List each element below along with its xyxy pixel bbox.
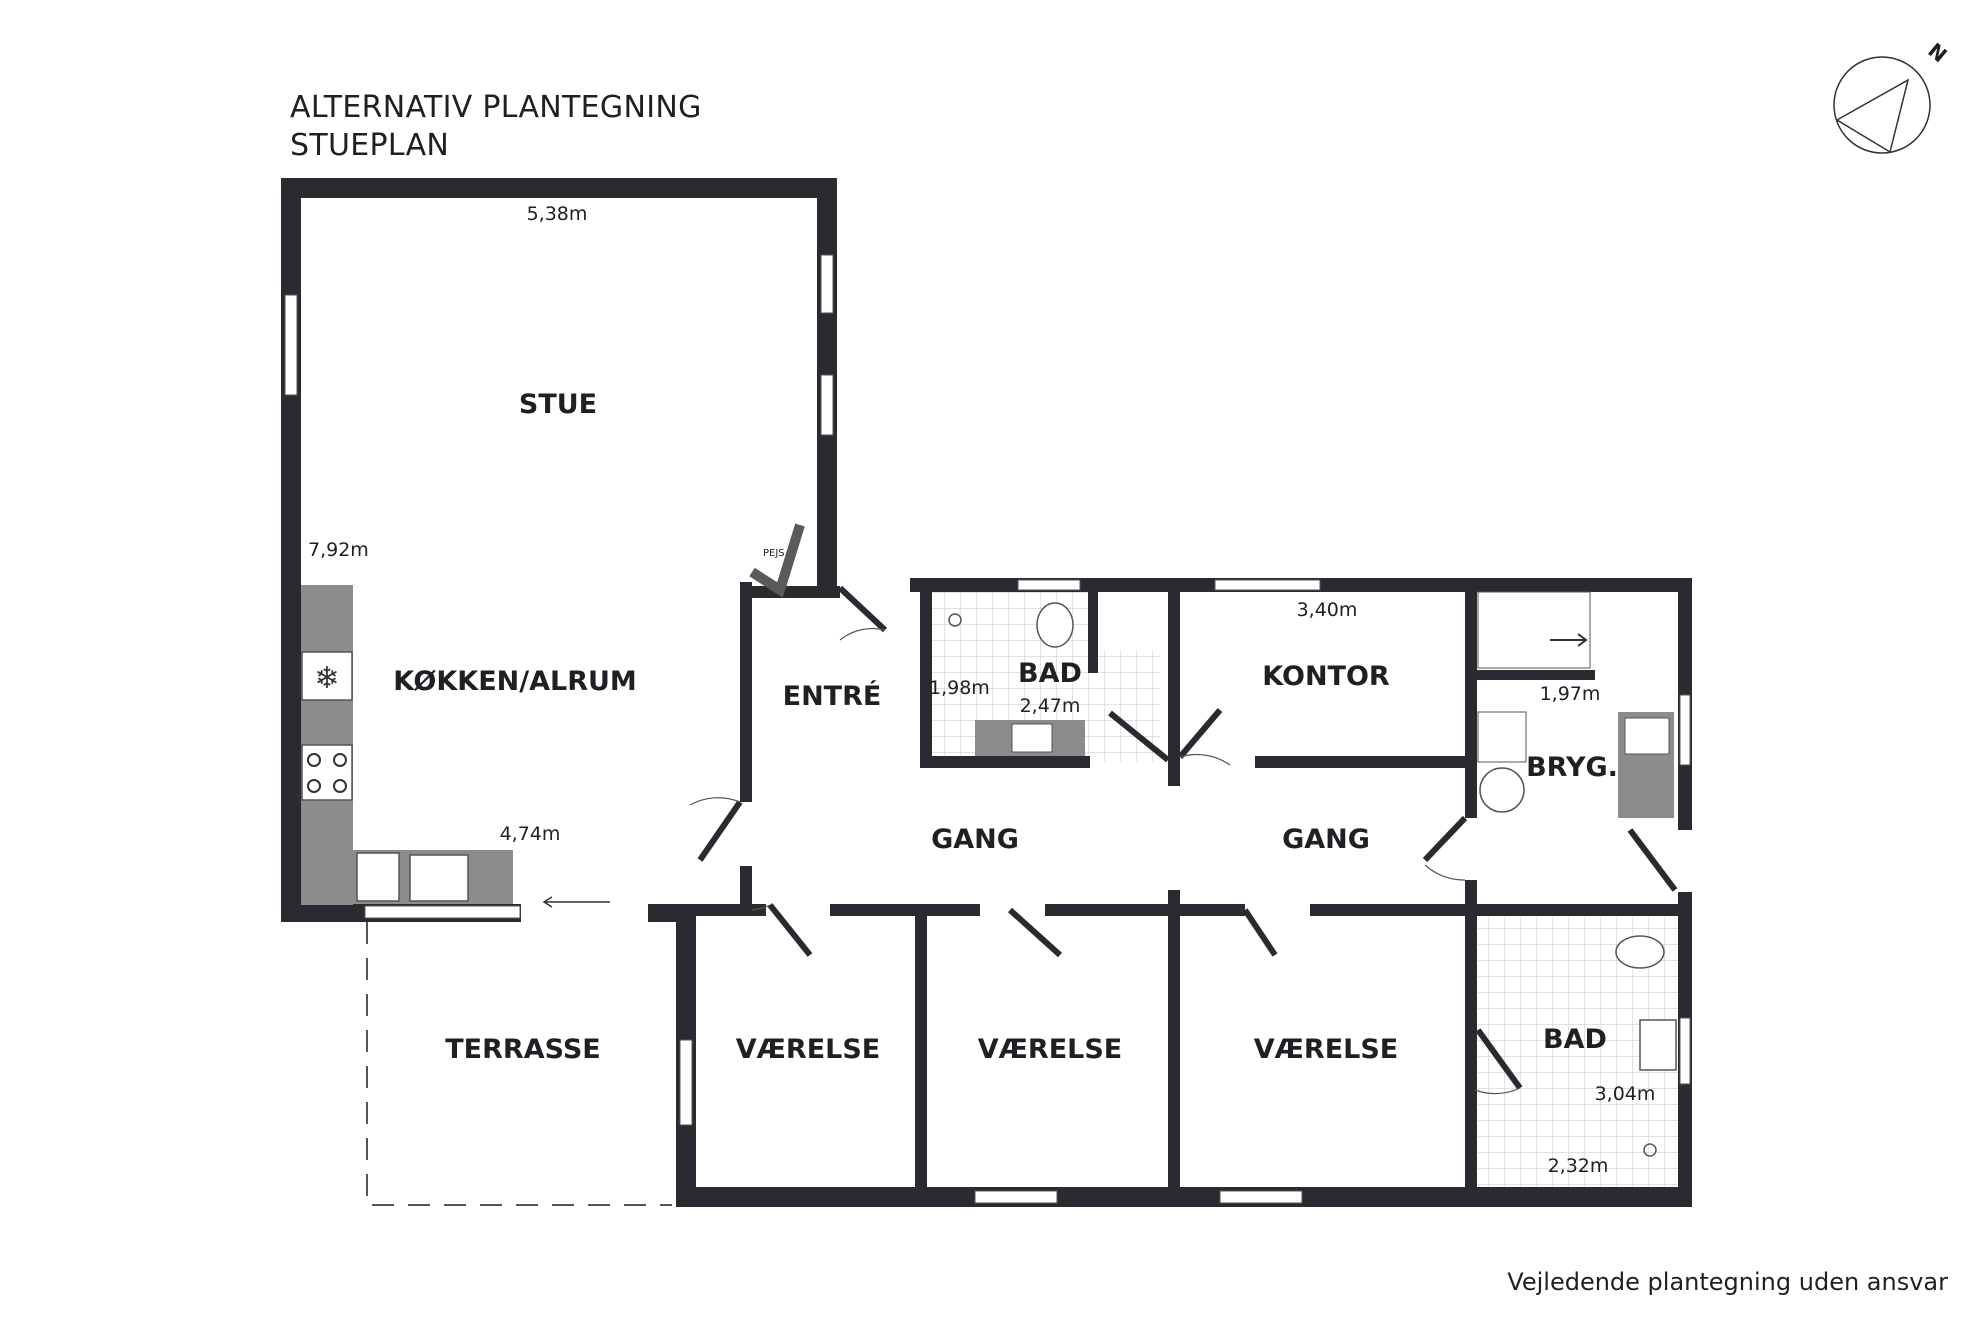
room-bad-2: BAD (1543, 1024, 1607, 1055)
door-arcs (689, 627, 1521, 1095)
north-arrow-icon (1835, 78, 1910, 154)
dim-bad2-height: 3,04m (1595, 1083, 1656, 1105)
fireplace-icon (749, 523, 805, 598)
room-gang-1: GANG (931, 824, 1019, 855)
fridge-icon: ❄ (314, 661, 339, 696)
windows (284, 254, 1691, 1204)
bad1-fixtures (948, 602, 1085, 756)
dishwasher-icon (356, 852, 400, 902)
dim-kitchen-width: 4,74m (500, 823, 561, 845)
washbasin-icon (1639, 1019, 1677, 1071)
washer-icon (1477, 711, 1527, 763)
room-vaerelse-2: VÆRELSE (978, 1034, 1123, 1065)
disclaimer: Vejledende plantegning uden ansvar (1507, 1268, 1948, 1296)
dim-bad1-height: 1,98m (929, 677, 990, 699)
dim-kontor-width: 3,40m (1297, 599, 1358, 621)
shower-icon (1643, 1143, 1657, 1157)
toilet-icon (1615, 935, 1665, 969)
dim-bad2-width: 2,32m (1548, 1155, 1609, 1177)
dryer-icon (1479, 767, 1525, 813)
compass-north-label: N (1923, 38, 1951, 67)
compass-circle-icon (1833, 56, 1931, 154)
doors (697, 585, 1678, 1090)
stove-icon (301, 744, 353, 801)
dim-stue-height: 7,92m (308, 539, 369, 561)
room-terrasse: TERRASSE (445, 1034, 600, 1065)
room-vaerelse-3: VÆRELSE (1254, 1034, 1399, 1065)
toilet-icon (1036, 602, 1074, 648)
compass: N (1833, 38, 1952, 154)
terrace-outline (366, 922, 672, 1206)
room-entre: ENTRÉ (783, 680, 882, 712)
room-stue: STUE (519, 389, 597, 420)
room-kokken-alrum: KØKKEN/ALRUM (393, 666, 637, 697)
bad2-fixtures (1615, 935, 1677, 1157)
dim-bryg-width: 1,97m (1540, 683, 1601, 705)
kitchen-counter: ❄ (301, 585, 513, 905)
bryg-fixtures (1477, 591, 1674, 818)
kitchen-sink-icon (409, 854, 469, 902)
room-gang-2: GANG (1282, 824, 1370, 855)
fireplace-label: PEJS (763, 548, 785, 559)
dim-stue-width: 5,38m (527, 203, 588, 225)
room-kontor: KONTOR (1262, 661, 1390, 692)
room-vaerelse-1: VÆRELSE (736, 1034, 881, 1065)
plan-title: ALTERNATIV PLANTEGNING (290, 90, 702, 125)
room-bryggers: BRYG. (1526, 752, 1618, 783)
dim-bad1-width: 2,47m (1020, 695, 1081, 717)
shower-icon (948, 613, 962, 627)
room-bad-1: BAD (1018, 658, 1082, 689)
plan-subtitle: STUEPLAN (290, 128, 450, 163)
entry-arrow-icon (542, 896, 610, 908)
stair-icon (1477, 591, 1591, 669)
